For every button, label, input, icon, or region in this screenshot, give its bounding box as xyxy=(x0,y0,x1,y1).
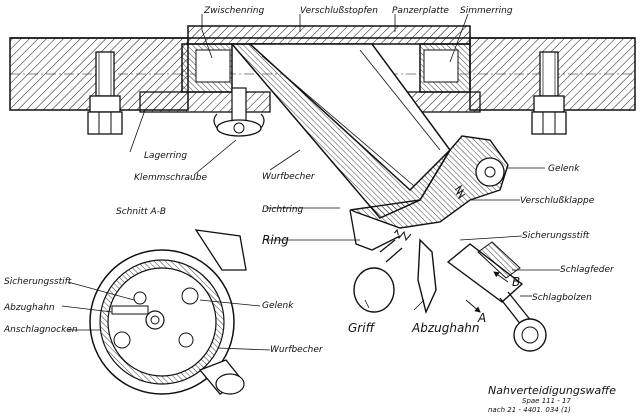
section-label-abzughahn: Abzughahn xyxy=(3,303,55,313)
leader-lines xyxy=(61,13,560,351)
title-line2: Spae 111 - 17 xyxy=(522,397,571,405)
label-schlagfeder: Schlagfeder xyxy=(560,265,615,275)
closure-plug xyxy=(187,25,471,45)
grip xyxy=(353,239,403,313)
breech-body xyxy=(349,135,509,251)
section-marker-b: B xyxy=(512,275,520,289)
label-dichtring: Dichtring xyxy=(262,205,304,215)
intermediate-ring-left xyxy=(181,43,233,93)
label-griff: Griff xyxy=(348,321,376,335)
label-schlagbolzen: Schlagbolzen xyxy=(532,293,592,303)
trigger xyxy=(417,238,437,315)
label-panzerplatte: Panzerplatte xyxy=(392,6,449,16)
launcher-tube xyxy=(230,43,452,219)
intermediate-ring-right xyxy=(419,43,471,93)
label-wurfbecher: Wurfbecher xyxy=(262,172,316,182)
title-line3: nach 21 - 4401. 034 (1) xyxy=(488,406,571,414)
section-label-sicherungsstift: Sicherungsstift xyxy=(4,277,72,287)
clamp-screw xyxy=(213,87,265,137)
section-label-anschlagnocken: Anschlagnocken xyxy=(3,325,78,335)
label-abzughahn: Abzughahn xyxy=(411,321,480,335)
label-zwischenring: Zwischenring xyxy=(203,6,265,16)
label-verschlussstopfen: Verschlußstopfen xyxy=(300,6,378,16)
section-label-wurfbecher: Wurfbecher xyxy=(270,345,324,355)
plate-bolt-right xyxy=(531,51,567,135)
label-simmerring: Simmerring xyxy=(460,6,513,16)
label-lagerring: Lagerring xyxy=(144,151,187,161)
plate-bolt-left xyxy=(87,51,123,135)
section-marker-a: A xyxy=(477,311,486,325)
title-name: Nahverteidigungswaffe xyxy=(488,384,616,397)
label-gelenk: Gelenk xyxy=(548,164,580,174)
section-label-gelenk: Gelenk xyxy=(262,301,294,311)
firing-pin xyxy=(446,241,547,352)
label-klemmschraube: Klemmschraube xyxy=(134,173,207,183)
label-sicherungsstift: Sicherungsstift xyxy=(522,231,590,241)
section-view xyxy=(89,229,247,395)
section-marker-arrows xyxy=(465,271,509,313)
label-verschlussklappe: Verschlußklappe xyxy=(520,196,595,206)
label-ring: Ring xyxy=(262,233,289,247)
section-view-title: Schnitt A-B xyxy=(116,207,166,217)
